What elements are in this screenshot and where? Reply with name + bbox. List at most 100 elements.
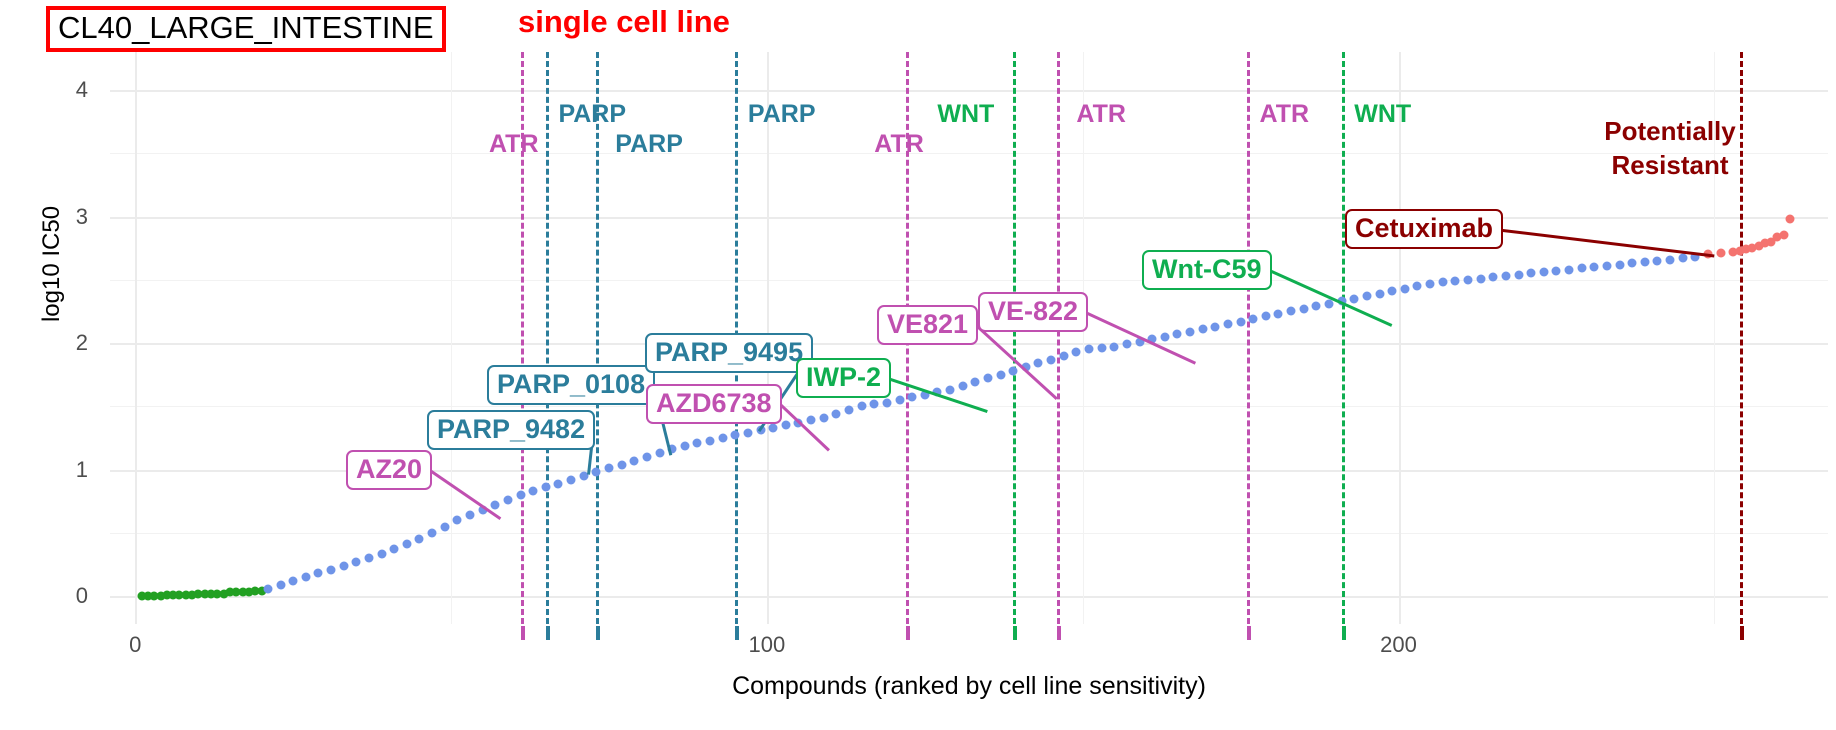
- drug-callout-azd6738[interactable]: AZD6738: [646, 384, 782, 424]
- target-tickmark: [735, 626, 740, 640]
- data-point: [1311, 301, 1321, 311]
- data-point: [642, 452, 652, 462]
- target-label-atr: ATR: [874, 130, 924, 158]
- data-point: [1754, 241, 1764, 251]
- target-tickmark: [1013, 626, 1018, 640]
- gridline-horizontal: [110, 89, 1828, 92]
- target-label-parp: PARP: [747, 100, 816, 128]
- target-tickmark: [1246, 626, 1251, 640]
- x-axis-tick: 0: [129, 632, 142, 657]
- data-point: [1223, 319, 1233, 329]
- data-point: [1324, 299, 1334, 309]
- data-point: [1678, 253, 1688, 263]
- data-point: [1236, 317, 1246, 327]
- target-label-atr: ATR: [1259, 100, 1310, 128]
- cell-line-title: CL40_LARGE_INTESTINE: [46, 6, 446, 52]
- data-point: [1172, 329, 1182, 339]
- target-tickmark: [1057, 626, 1062, 640]
- data-point: [1286, 306, 1296, 316]
- data-point: [553, 479, 563, 489]
- drug-callout-parp-0108[interactable]: PARP_0108: [487, 365, 656, 405]
- target-line-atr: [1246, 52, 1250, 624]
- data-point: [730, 430, 740, 440]
- data-point: [895, 395, 905, 405]
- data-point: [1551, 266, 1561, 276]
- data-point: [1160, 332, 1170, 342]
- data-point: [617, 460, 627, 470]
- data-point: [364, 553, 374, 563]
- data-point: [983, 373, 993, 383]
- target-line-wnt: [1013, 52, 1017, 624]
- drug-callout-parp-9495[interactable]: PARP_9495: [645, 333, 814, 373]
- x-axis-tick: 200: [1380, 632, 1417, 657]
- data-point: [528, 486, 538, 496]
- data-point: [718, 433, 728, 443]
- target-line-parp: [545, 52, 549, 624]
- target-label-parp: PARP: [558, 100, 627, 128]
- data-point: [1526, 268, 1536, 278]
- drug-callout-cetuximab[interactable]: Cetuximab: [1345, 209, 1504, 249]
- data-point: [174, 590, 184, 600]
- drug-callout-iwp-2[interactable]: IWP-2: [796, 358, 892, 398]
- y-axis-tick: 3: [75, 203, 88, 229]
- chart-subtitle: single cell line: [518, 4, 730, 39]
- data-point: [1135, 337, 1145, 347]
- data-point: [869, 399, 879, 409]
- data-point: [882, 398, 892, 408]
- data-point: [970, 377, 980, 387]
- data-point: [680, 441, 690, 451]
- data-point: [1450, 276, 1460, 286]
- data-point: [667, 444, 677, 454]
- drug-callout-parp-9482[interactable]: PARP_9482: [427, 410, 596, 450]
- target-label-parp: PARP: [615, 130, 683, 158]
- y-axis-tick: 4: [75, 76, 88, 102]
- data-point: [1400, 284, 1410, 294]
- data-point: [1735, 246, 1745, 256]
- gridline-horizontal: [110, 469, 1828, 472]
- gridline-horizontal-minor: [110, 532, 1828, 534]
- data-point: [206, 589, 216, 599]
- data-point: [756, 425, 766, 435]
- data-point: [440, 522, 450, 532]
- data-point: [402, 539, 412, 549]
- data-point: [1772, 232, 1782, 242]
- data-point: [276, 580, 286, 590]
- data-point: [1488, 272, 1498, 282]
- data-point: [1539, 267, 1549, 277]
- gridline-vertical-minor: [451, 52, 453, 624]
- data-point: [1097, 343, 1107, 353]
- gridline-vertical: [135, 52, 138, 624]
- data-point: [806, 415, 816, 425]
- data-point: [1640, 257, 1650, 267]
- x-axis-label: Compounds (ranked by cell line sensitivi…: [732, 672, 1206, 700]
- data-point: [1741, 244, 1751, 254]
- drug-callout-ve821[interactable]: VE821: [877, 305, 979, 345]
- data-point: [1703, 249, 1713, 259]
- data-point: [1362, 291, 1372, 301]
- drug-callout-az20[interactable]: AZ20: [346, 450, 433, 490]
- data-point: [1728, 247, 1738, 257]
- data-point: [591, 467, 601, 477]
- data-point: [389, 544, 399, 554]
- data-point: [414, 534, 424, 544]
- gridline-horizontal-minor: [110, 153, 1828, 155]
- data-point: [907, 392, 917, 402]
- data-point: [1760, 238, 1770, 248]
- drug-callout-ve-822[interactable]: VE-822: [978, 292, 1089, 332]
- data-point: [781, 420, 791, 430]
- data-point: [490, 500, 500, 510]
- data-point: [250, 586, 260, 596]
- drug-callout-wnt-c59[interactable]: Wnt-C59: [1142, 250, 1272, 290]
- data-point: [516, 490, 526, 500]
- target-tickmark: [1341, 626, 1346, 640]
- y-axis-tick: 1: [75, 456, 88, 482]
- data-point: [137, 591, 147, 601]
- data-point: [377, 549, 387, 559]
- data-point: [1021, 362, 1031, 372]
- data-point: [1766, 237, 1776, 247]
- data-point: [958, 381, 968, 391]
- data-point: [705, 436, 715, 445]
- data-point: [339, 561, 349, 571]
- data-point: [566, 475, 576, 485]
